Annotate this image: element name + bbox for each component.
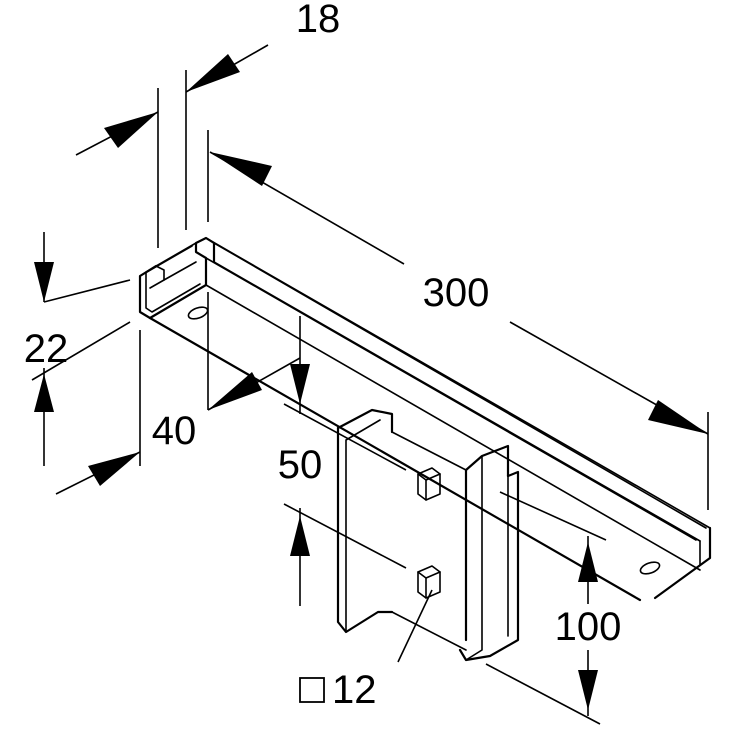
- square-symbol-icon: [299, 677, 325, 703]
- bracket-plate: [336, 408, 520, 662]
- slot-size-label: 12: [332, 668, 377, 712]
- dimension-18: 18: [75, 0, 341, 248]
- dimension-18-label: 18: [296, 0, 341, 41]
- dimension-22: 22: [24, 232, 131, 466]
- dimension-40-label: 40: [152, 409, 197, 453]
- dimension-50-label: 50: [278, 443, 323, 487]
- dimension-100-label: 100: [555, 605, 622, 649]
- dimension-50: 50: [278, 316, 407, 606]
- dimension-300-label: 300: [423, 271, 490, 315]
- dimension-300: 300: [209, 151, 709, 510]
- dimension-100: 100: [485, 491, 622, 725]
- channel-rail: [138, 236, 712, 602]
- dimension-40: 40: [55, 292, 301, 495]
- slot-callout: 12: [299, 589, 433, 712]
- dimension-22-label: 22: [24, 327, 69, 371]
